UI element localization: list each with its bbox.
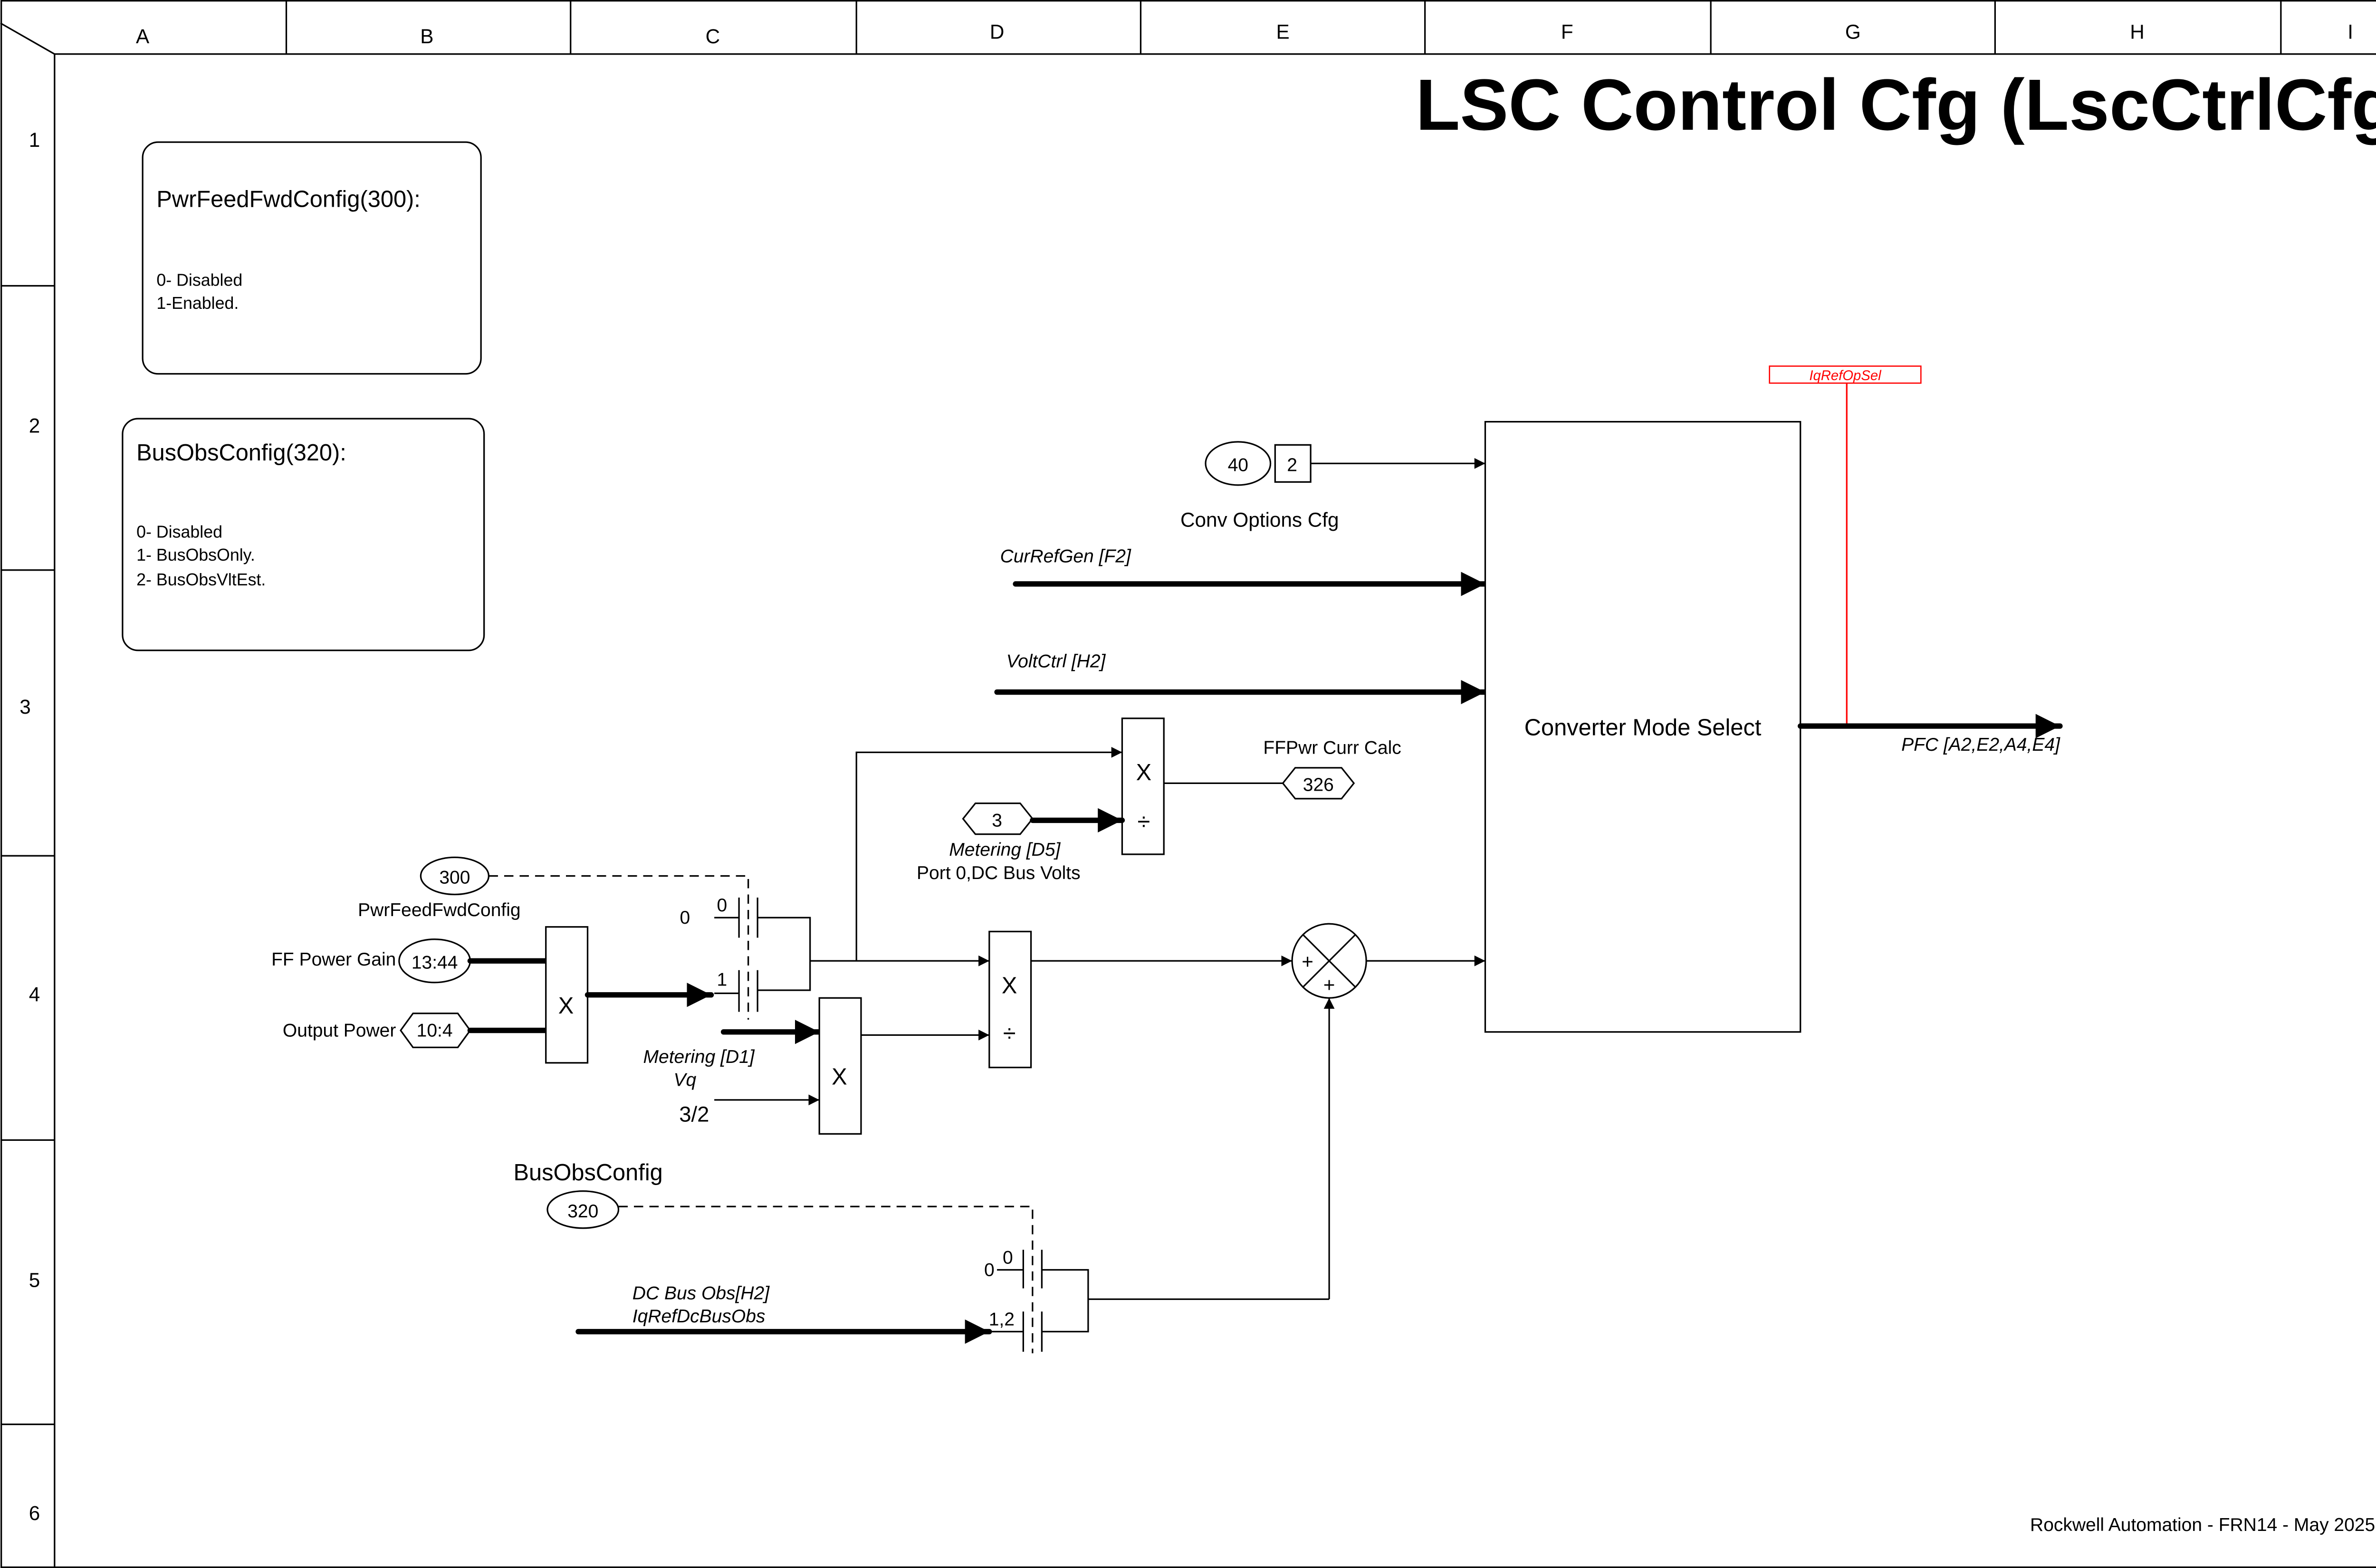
column-label: D bbox=[990, 20, 1005, 43]
column-label: B bbox=[420, 25, 433, 48]
bus-obs-switch: 0 0 1,2 bbox=[984, 1248, 1089, 1352]
selector-link bbox=[489, 875, 749, 1020]
svg-text:0- Disabled: 0- Disabled bbox=[136, 522, 222, 541]
ffpwr-curr-calc-label: FFPwr Curr Calc bbox=[1263, 738, 1401, 758]
footer-text: Rockwell Automation - FRN14 - May 2025 bbox=[2030, 1515, 2375, 1535]
bus-obs-config-label: BusObsConfig bbox=[513, 1160, 662, 1186]
svg-text:1: 1 bbox=[717, 969, 728, 990]
volt-ctrl-label: VoltCtrl [H2] bbox=[1006, 651, 1106, 672]
svg-text:BusObsConfig(320):: BusObsConfig(320): bbox=[136, 440, 346, 466]
svg-text:÷: ÷ bbox=[1138, 809, 1150, 835]
column-label: A bbox=[136, 25, 150, 48]
svg-text:X: X bbox=[558, 993, 574, 1019]
svg-text:+: + bbox=[1323, 974, 1335, 996]
svg-text:Converter Mode Select: Converter Mode Select bbox=[1524, 715, 1762, 741]
port0-dc-bus-volts-label: Port 0,DC Bus Volts bbox=[917, 863, 1081, 883]
svg-text:X: X bbox=[1136, 760, 1152, 785]
svg-text:10:4: 10:4 bbox=[417, 1021, 453, 1041]
note-pwr-ff-config: PwrFeedFwdConfig(300): 0- Disabled 1-Ena… bbox=[142, 141, 482, 375]
svg-text:0: 0 bbox=[680, 908, 690, 928]
ff-power-gain-label: FF Power Gain bbox=[271, 949, 396, 970]
row-label: 2 bbox=[29, 414, 40, 437]
note-bus-obs-config: BusObsConfig(320): 0- Disabled 1- BusObs… bbox=[122, 418, 485, 651]
ff-multiply-block: X bbox=[545, 926, 589, 1064]
vq-multiply-block: X bbox=[818, 997, 862, 1135]
row-label: 1 bbox=[29, 129, 40, 151]
metering-d1-label: Metering [D1] bbox=[643, 1047, 755, 1067]
dc-bus-obs-label: DC Bus Obs[H2] bbox=[632, 1283, 770, 1303]
svg-text:PwrFeedFwdConfig(300):: PwrFeedFwdConfig(300): bbox=[156, 187, 420, 212]
cur-ref-gen-label: CurRefGen [F2] bbox=[1000, 546, 1131, 566]
column-label: C bbox=[706, 25, 720, 48]
svg-text:0: 0 bbox=[984, 1260, 995, 1281]
svg-text:326: 326 bbox=[1303, 775, 1334, 795]
svg-text:X: X bbox=[832, 1064, 847, 1090]
three-halves-constant: 3/2 bbox=[679, 1102, 709, 1126]
conv-options-label: Conv Options Cfg bbox=[1180, 509, 1339, 531]
pfc-output-label: PFC [A2,E2,A4,E4] bbox=[1901, 735, 2060, 755]
vq-label: Vq bbox=[673, 1070, 696, 1090]
svg-text:3: 3 bbox=[992, 810, 1002, 831]
ffpwr-curr-calc-param[interactable]: 326 bbox=[1282, 767, 1355, 800]
column-label: F bbox=[1561, 20, 1573, 43]
page-title: LSC Control Cfg (LscCtrlCfg) bbox=[1416, 65, 2376, 145]
pwr-ff-config-param[interactable]: 300 bbox=[420, 856, 490, 896]
summing-junction: + + bbox=[1291, 923, 1367, 999]
svg-text:0: 0 bbox=[1003, 1248, 1013, 1268]
svg-text:13:44: 13:44 bbox=[412, 953, 458, 973]
row-label: 3 bbox=[19, 696, 31, 718]
svg-text:1,2: 1,2 bbox=[989, 1310, 1015, 1330]
svg-text:X: X bbox=[1002, 973, 1017, 999]
svg-text:1- BusObsOnly.: 1- BusObsOnly. bbox=[136, 545, 255, 564]
iq-ref-op-sel-tag: IqRefOpSel bbox=[1769, 365, 1922, 727]
dc-bus-volts-param[interactable]: 3 bbox=[962, 803, 1034, 835]
column-label: H bbox=[2130, 20, 2145, 43]
output-power-param[interactable]: 10:4 bbox=[400, 1013, 471, 1048]
row-label: 5 bbox=[29, 1269, 40, 1291]
ff-power-gain-param[interactable]: 13:44 bbox=[398, 938, 471, 984]
bus-obs-config-param[interactable]: 320 bbox=[546, 1190, 620, 1229]
iq-ref-dc-bus-obs-label: IqRefDcBusObs bbox=[632, 1306, 766, 1327]
column-label: G bbox=[1845, 20, 1861, 43]
ff-divide-block: X ÷ bbox=[988, 930, 1032, 1069]
svg-text:320: 320 bbox=[567, 1201, 598, 1222]
svg-text:IqRefOpSel: IqRefOpSel bbox=[1809, 368, 1882, 383]
svg-text:2: 2 bbox=[1287, 455, 1297, 476]
svg-text:÷: ÷ bbox=[1003, 1021, 1016, 1046]
svg-text:+: + bbox=[1302, 951, 1313, 973]
converter-mode-select-block[interactable]: Converter Mode Select bbox=[1484, 421, 1801, 1033]
column-label: E bbox=[1276, 20, 1289, 43]
svg-text:2- BusObsVltEst.: 2- BusObsVltEst. bbox=[136, 570, 266, 589]
svg-text:0: 0 bbox=[717, 895, 728, 916]
row-label: 4 bbox=[29, 983, 40, 1005]
svg-text:1-Enabled.: 1-Enabled. bbox=[156, 294, 239, 313]
pwr-ff-switch: 0 0 1 bbox=[680, 895, 811, 1012]
metering-d5-label: Metering [D5] bbox=[949, 840, 1061, 860]
column-label: I bbox=[2347, 20, 2353, 43]
svg-text:40: 40 bbox=[1228, 455, 1248, 476]
signal-line bbox=[855, 746, 1122, 961]
output-power-label: Output Power bbox=[283, 1021, 396, 1041]
ffpwr-divide-block: X ÷ bbox=[1121, 717, 1165, 855]
pwr-ff-config-label: PwrFeedFwdConfig bbox=[358, 900, 520, 920]
svg-text:0- Disabled: 0- Disabled bbox=[156, 270, 242, 289]
conv-options-param[interactable]: 40 2 bbox=[1205, 441, 1312, 486]
row-label: 6 bbox=[29, 1502, 40, 1524]
svg-text:300: 300 bbox=[439, 868, 470, 888]
selector-link bbox=[618, 1205, 1034, 1354]
